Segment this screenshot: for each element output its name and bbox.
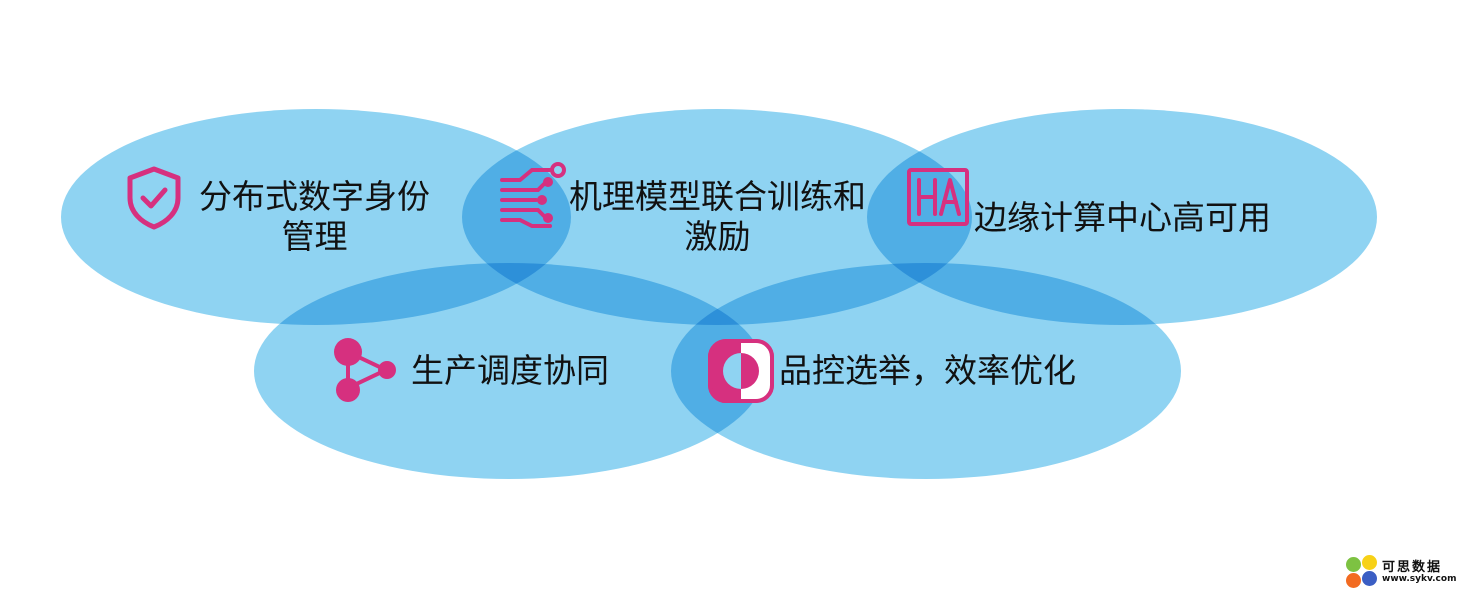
label-line: 品控选举，效率优化 [779, 351, 1076, 390]
sykv-logo: 可思数据 www.sykv.com [1344, 554, 1457, 590]
ha-icon [907, 168, 969, 226]
label-edge-ha: 边缘计算中心高可用 [970, 198, 1275, 238]
label-distributed-identity: 分布式数字身份 管理 [192, 177, 437, 257]
label-model-training: 机理模型联合训练和 激励 [565, 177, 870, 257]
half-circle-icon [708, 339, 774, 403]
label-line: 边缘计算中心高可用 [974, 198, 1271, 237]
logo-dot [1346, 557, 1361, 572]
circuit-icon [500, 162, 570, 230]
label-line: 激励 [684, 217, 751, 256]
logo-url-text: www.sykv.com [1382, 574, 1457, 584]
logo-dot [1362, 571, 1377, 586]
ellipse-production-scheduling [254, 263, 764, 479]
shield-check-icon [126, 166, 182, 230]
ellipse-quality-control [671, 263, 1181, 479]
share-nodes-icon [330, 336, 398, 404]
label-quality-control: 品控选举，效率优化 [775, 351, 1080, 391]
logo-brand-text: 可思数据 [1382, 560, 1443, 575]
label-line: 机理模型联合训练和 [569, 177, 866, 216]
label-production-scheduling: 生产调度协同 [405, 351, 615, 391]
logo-dot [1346, 573, 1361, 588]
label-line: 生产调度协同 [411, 351, 609, 390]
label-line: 分布式数字身份 [199, 177, 430, 216]
logo-dot [1362, 555, 1377, 570]
label-line: 管理 [281, 217, 348, 256]
